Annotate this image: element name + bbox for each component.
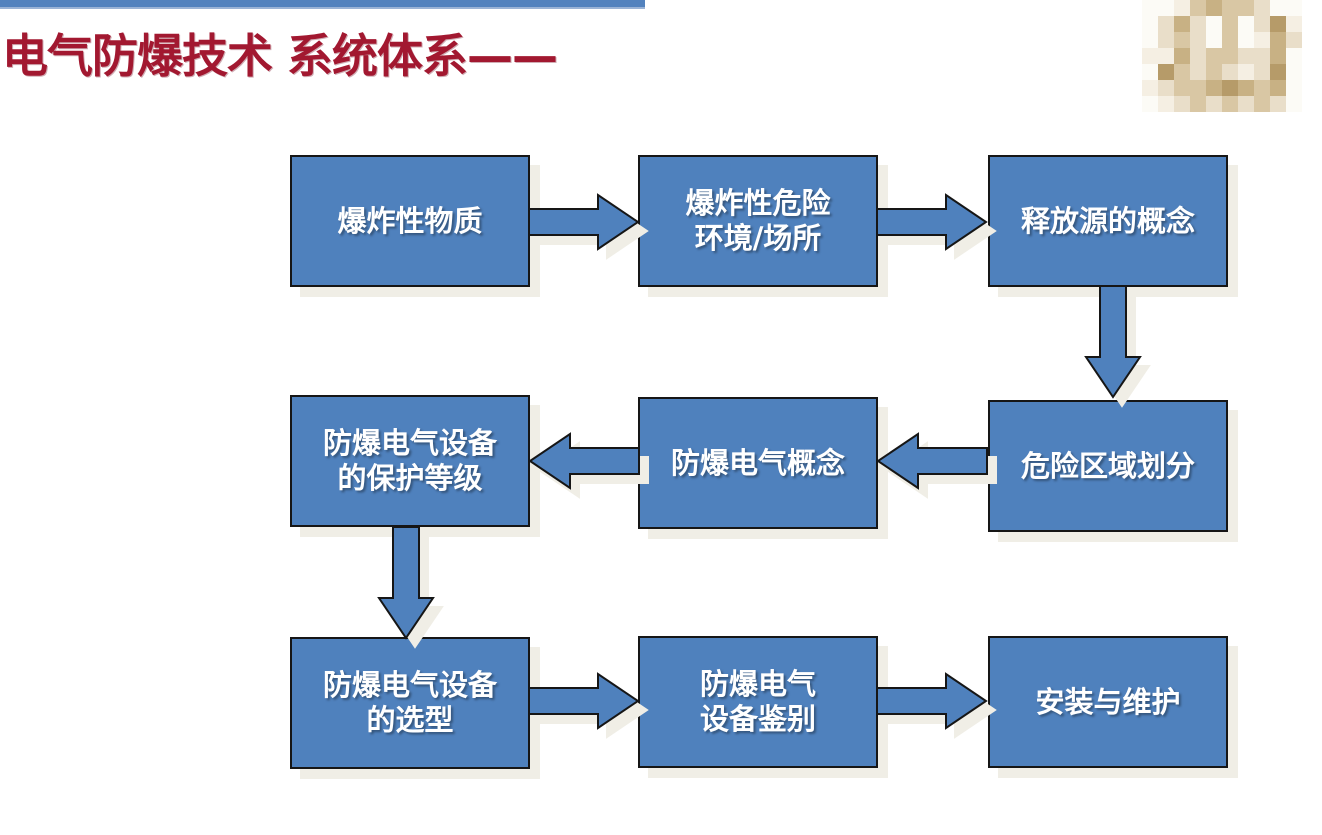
flow-arrow-right-1 (528, 193, 640, 251)
flow-box-equipment-selection: 防爆电气设备 的选型 (290, 637, 530, 769)
flow-box-release-source-concept: 释放源的概念 (988, 155, 1228, 287)
page-title: 电气防爆技术 系统体系—— (2, 29, 558, 83)
top-accent-bar (0, 0, 645, 7)
flow-box-installation-and-maintenance: 安装与维护 (988, 636, 1228, 768)
flow-box-explosion-proof-electrical-concept: 防爆电气概念 (638, 397, 878, 529)
top-accent-bar-underline (0, 7, 645, 9)
flow-box-explosive-substances: 爆炸性物质 (290, 155, 530, 287)
flow-box-hazardous-area-classification: 危险区域划分 (988, 400, 1228, 532)
flow-arrow-right-2 (876, 193, 988, 251)
flow-box-equipment-protection-level: 防爆电气设备 的保护等级 (290, 395, 530, 527)
flow-arrow-right-3 (528, 672, 640, 730)
flow-arrow-left-1 (876, 432, 988, 490)
flow-arrow-down-2 (377, 526, 435, 640)
flow-arrow-down-1 (1084, 285, 1142, 399)
pixelated-logo-image (1142, 0, 1302, 112)
flow-arrow-left-2 (528, 432, 640, 490)
flow-box-explosive-hazardous-environment: 爆炸性危险 环境/场所 (638, 155, 878, 287)
flow-arrow-right-4 (876, 672, 988, 730)
flow-box-equipment-identification: 防爆电气 设备鉴别 (638, 636, 878, 768)
